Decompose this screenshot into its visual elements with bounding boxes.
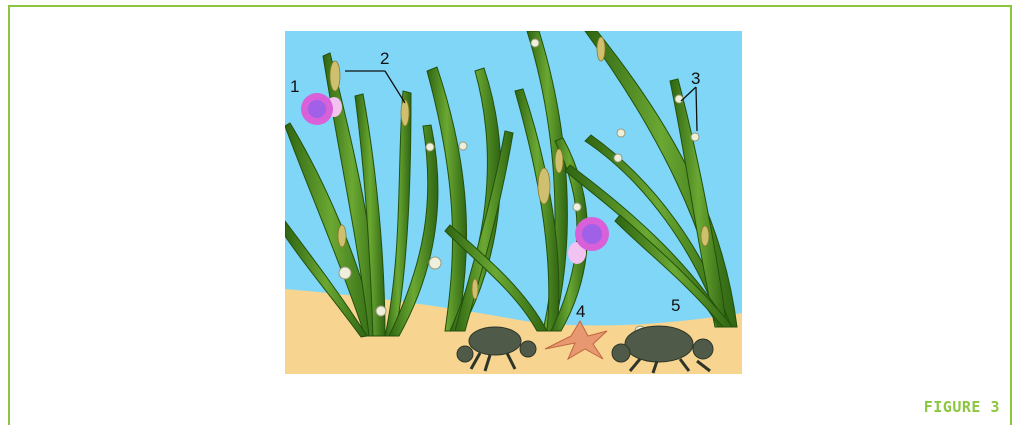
label-4: 4 <box>576 302 585 321</box>
label-3: 3 <box>691 69 700 88</box>
label-1: 1 <box>290 77 299 96</box>
label-5: 5 <box>671 296 680 315</box>
figure-caption: FIGURE 3 <box>924 398 1000 416</box>
label-2: 2 <box>380 49 389 68</box>
seagrass-illustration: 1 2 3 4 5 <box>285 31 742 374</box>
